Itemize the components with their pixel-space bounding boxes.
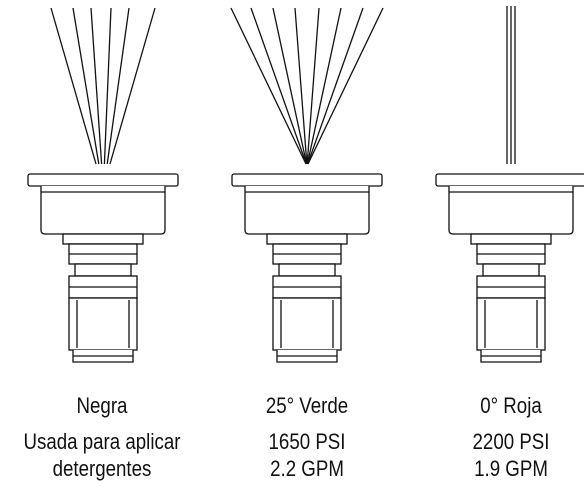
spray-line xyxy=(306,7,320,165)
nozzle-neck xyxy=(62,233,144,245)
nozzle-roja-name: 0° Roja xyxy=(480,393,542,418)
nozzle-groove xyxy=(482,263,540,277)
nozzle-illustration xyxy=(435,6,584,363)
nozzle-verde-name: 25° Verde xyxy=(265,393,349,418)
nozzle-flange xyxy=(27,173,179,187)
nozzle-groove xyxy=(74,263,132,277)
nozzle-stem xyxy=(68,297,138,351)
nozzle-negra-spec-1: Usada para aplicar xyxy=(23,428,181,454)
spray-line xyxy=(90,7,103,165)
spray-line xyxy=(294,7,308,165)
spray-line xyxy=(230,7,307,165)
spray-line xyxy=(50,7,97,165)
nozzle-head xyxy=(448,186,574,235)
spray-line xyxy=(72,7,100,165)
nozzle-flange xyxy=(435,173,584,187)
spray-line xyxy=(306,7,342,165)
nozzle-stem xyxy=(272,297,342,351)
nozzle-roja-spec-2: 1.9 GPM xyxy=(474,456,548,481)
nozzle-negra-spec-2: detergentes xyxy=(52,456,152,481)
nozzle-flange xyxy=(231,173,383,187)
nozzle-verde-caption: 25° Verde 1650 PSI 2.2 GPM xyxy=(222,392,392,483)
nozzle-negra-caption: Negra Usada para aplicar detergentes xyxy=(17,392,187,483)
nozzle-illustration xyxy=(27,7,179,363)
nozzle-roja-caption: 0° Roja 2200 PSI 1.9 GPM xyxy=(426,392,584,483)
nozzle-stem xyxy=(476,297,546,351)
nozzle-groove xyxy=(278,263,336,277)
spray-line xyxy=(307,7,364,165)
nozzle-negra-name: Negra xyxy=(76,393,128,418)
nozzle-illustration xyxy=(230,7,384,363)
spray-line xyxy=(307,7,384,165)
nozzle-roja-spec-1: 2200 PSI xyxy=(472,428,550,454)
nozzle-neck xyxy=(266,233,348,245)
nozzle-verde-spec-2: 2.2 GPM xyxy=(270,456,344,481)
nozzle-head xyxy=(40,186,166,235)
spray-line xyxy=(106,7,130,165)
spray-line xyxy=(250,7,307,165)
nozzle-verde-spec-1: 1650 PSI xyxy=(268,428,346,454)
nozzle-head xyxy=(244,186,370,235)
spray-line xyxy=(109,7,156,165)
nozzle-neck xyxy=(470,233,552,245)
spray-line xyxy=(272,7,308,165)
spray-line xyxy=(103,7,112,165)
